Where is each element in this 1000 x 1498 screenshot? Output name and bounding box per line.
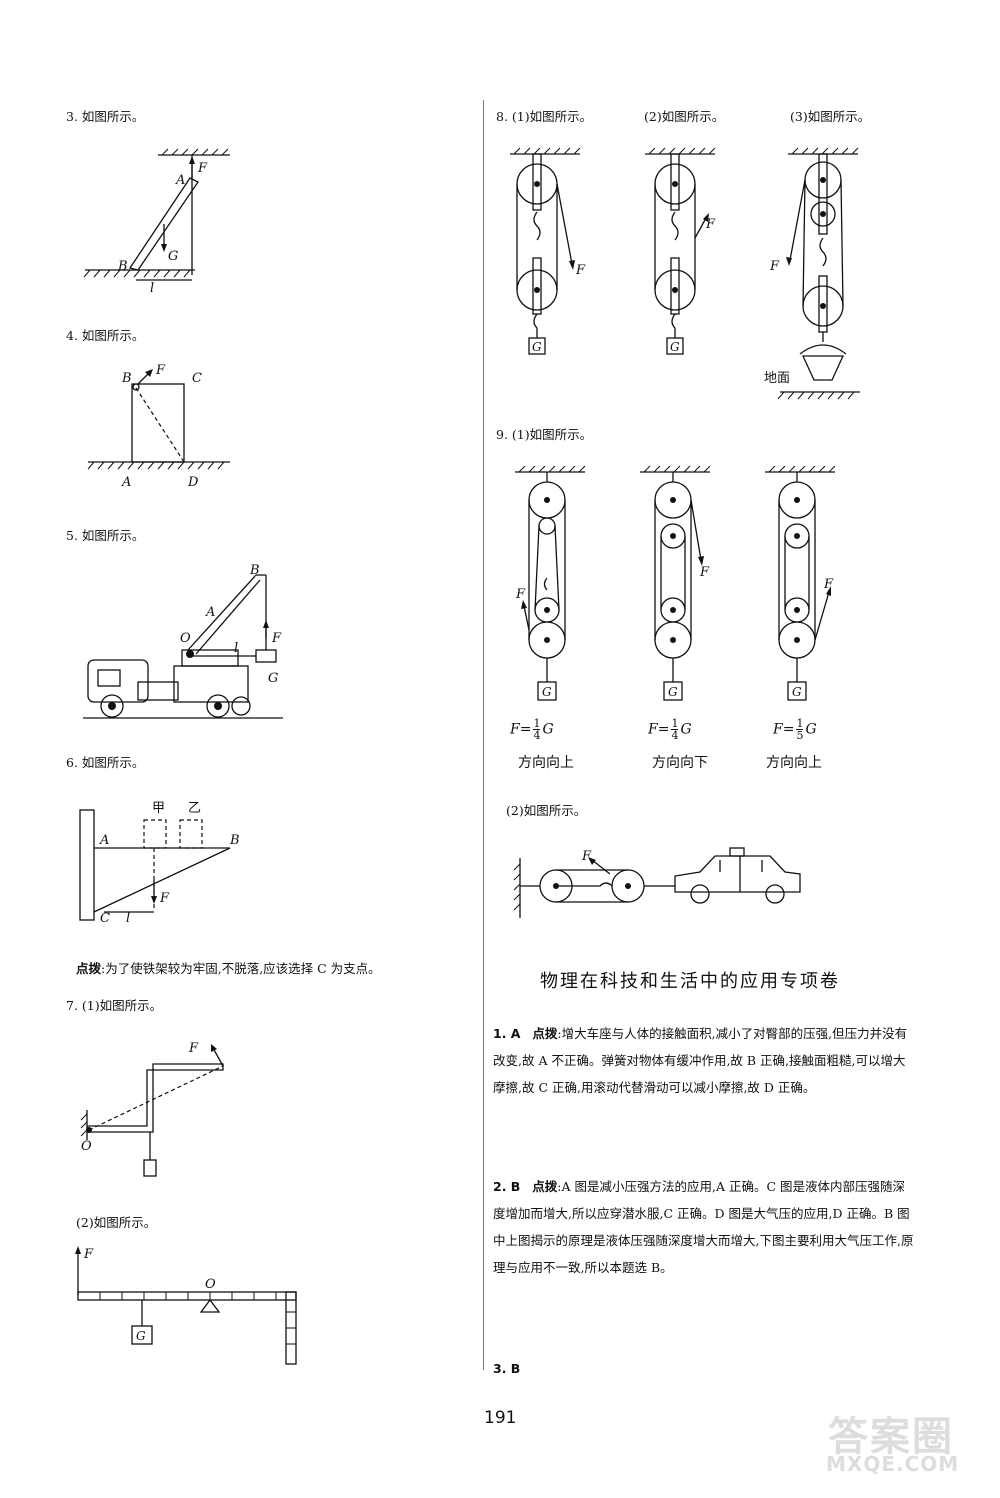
q5-figure: O A B F l G — [83, 563, 283, 719]
label-F: F — [581, 849, 592, 864]
label-F: F — [159, 891, 170, 906]
label-B: B — [249, 563, 260, 578]
q9-2-caption: (2)如图所示。 — [506, 803, 587, 818]
q3-caption: 3. 如图所示。 — [66, 109, 145, 124]
q9-pulley-2: F G — [640, 465, 711, 701]
q5-caption: 5. 如图所示。 — [66, 528, 145, 543]
label-F: F — [515, 587, 526, 602]
label-G: G — [168, 249, 178, 264]
watermark-logo: 答案圈 — [828, 1414, 954, 1460]
answer-3: 3. B — [493, 1355, 915, 1382]
label-A: A — [175, 173, 185, 188]
answer-2-label: 点拨 — [532, 1179, 558, 1194]
column-divider — [483, 100, 484, 1370]
label-F: F — [271, 631, 282, 646]
label-G: G — [668, 685, 678, 699]
q8-3-caption: (3)如图所示。 — [790, 109, 871, 124]
q9-figure: G F F G F G — [515, 465, 836, 701]
answer-3-text: 3. B — [493, 1361, 521, 1376]
label-l: l — [234, 641, 238, 656]
ground-label: 地面 — [764, 371, 790, 386]
label-A: A — [121, 475, 131, 490]
label-l: l — [126, 911, 130, 926]
q9-pulley-3: F G — [765, 465, 836, 701]
label-F: F — [823, 577, 834, 592]
label-G: G — [532, 340, 542, 354]
q9-2-figure: F — [513, 847, 801, 918]
label-G: G — [792, 685, 802, 699]
q4-caption: 4. 如图所示。 — [66, 328, 145, 343]
answer-2: 2. B 点拨:A 图是减小压强方法的应用,A 正确。C 图是液体内部压强随深度… — [493, 1173, 915, 1281]
q8-figure: G F G F F 地面 — [510, 147, 860, 400]
page-number: 191 — [484, 1408, 517, 1428]
q8-2-caption: (2)如图所示。 — [644, 109, 725, 124]
q8-pulley-3: F 地面 — [764, 147, 860, 400]
label-A: A — [99, 833, 109, 848]
q6-caption: 6. 如图所示。 — [66, 755, 145, 770]
label-D: D — [187, 475, 199, 490]
q9-direction-2: 方向向下 — [652, 755, 708, 771]
q7-1-figure: F O — [80, 1041, 224, 1177]
answer-1: 1. A 点拨:增大车座与人体的接触面积,减小了对臀部的压强,但压力并没有改变,… — [493, 1020, 915, 1101]
label-jia: 甲 — [152, 801, 165, 816]
watermark-url: MXQE.COM — [826, 1452, 960, 1476]
label-G: G — [670, 340, 680, 354]
label-G: G — [542, 685, 552, 699]
hint-label: 点拨 — [76, 961, 102, 976]
q9-1-caption: 9. (1)如图所示。 — [496, 427, 593, 442]
label-C: C — [192, 371, 202, 386]
label-C: C — [100, 911, 110, 926]
label-F: F — [197, 161, 208, 176]
section-title: 物理在科技和生活中的应用专项卷 — [540, 971, 840, 992]
label-O: O — [180, 631, 191, 646]
q8-1-caption: 8. (1)如图所示。 — [496, 109, 593, 124]
answer-2-text: :A 图是减小压强方法的应用,A 正确。C 图是液体内部压强随深度增加而增大,所… — [493, 1179, 914, 1275]
q9-direction-3: 方向向上 — [766, 755, 822, 771]
q7-2-caption: (2)如图所示。 — [76, 1215, 157, 1230]
label-F: F — [83, 1247, 94, 1262]
q8-pulley-2: G F — [645, 147, 716, 355]
label-O: O — [81, 1139, 92, 1154]
q4-figure: B F C A D — [87, 363, 230, 490]
label-A: A — [205, 605, 215, 620]
label-F: F — [188, 1041, 199, 1056]
q9-direction-1: 方向向上 — [518, 755, 574, 771]
q7-1-caption: 7. (1)如图所示。 — [66, 998, 163, 1013]
label-F: F — [699, 565, 710, 580]
label-yi: 乙 — [188, 801, 201, 816]
label-l: l — [150, 281, 154, 296]
q8-pulley-1: G F — [510, 147, 586, 355]
answer-2-num: 2. B — [493, 1179, 521, 1194]
hint-text: :为了使铁架较为牢固,不脱落,应该选择 C 为支点。 — [101, 961, 381, 976]
label-F: F — [155, 363, 166, 378]
label-O: O — [205, 1277, 216, 1292]
label-F: F — [575, 263, 586, 278]
answer-1-num: 1. A — [493, 1026, 521, 1041]
q7-2-figure: G F O — [75, 1246, 297, 1365]
label-F: F — [769, 259, 780, 274]
answer-1-label: 点拨 — [532, 1026, 558, 1041]
answer-1-text: :增大车座与人体的接触面积,减小了对臀部的压强,但压力并没有改变,故 A 不正确… — [493, 1026, 908, 1095]
label-G: G — [136, 1329, 146, 1343]
label-F: F — [705, 217, 716, 232]
label-B: B — [117, 259, 128, 274]
label-B: B — [121, 371, 132, 386]
q3-figure: F A B G l — [83, 148, 230, 296]
label-G: G — [268, 671, 278, 686]
q6-figure: 甲 乙 A B F C l — [79, 801, 240, 926]
label-B: B — [229, 833, 240, 848]
q9-pulley-1: G F — [515, 465, 586, 701]
q6-hint: 点拨:为了使铁架较为牢固,不脱落,应该选择 C 为支点。 — [76, 958, 381, 977]
